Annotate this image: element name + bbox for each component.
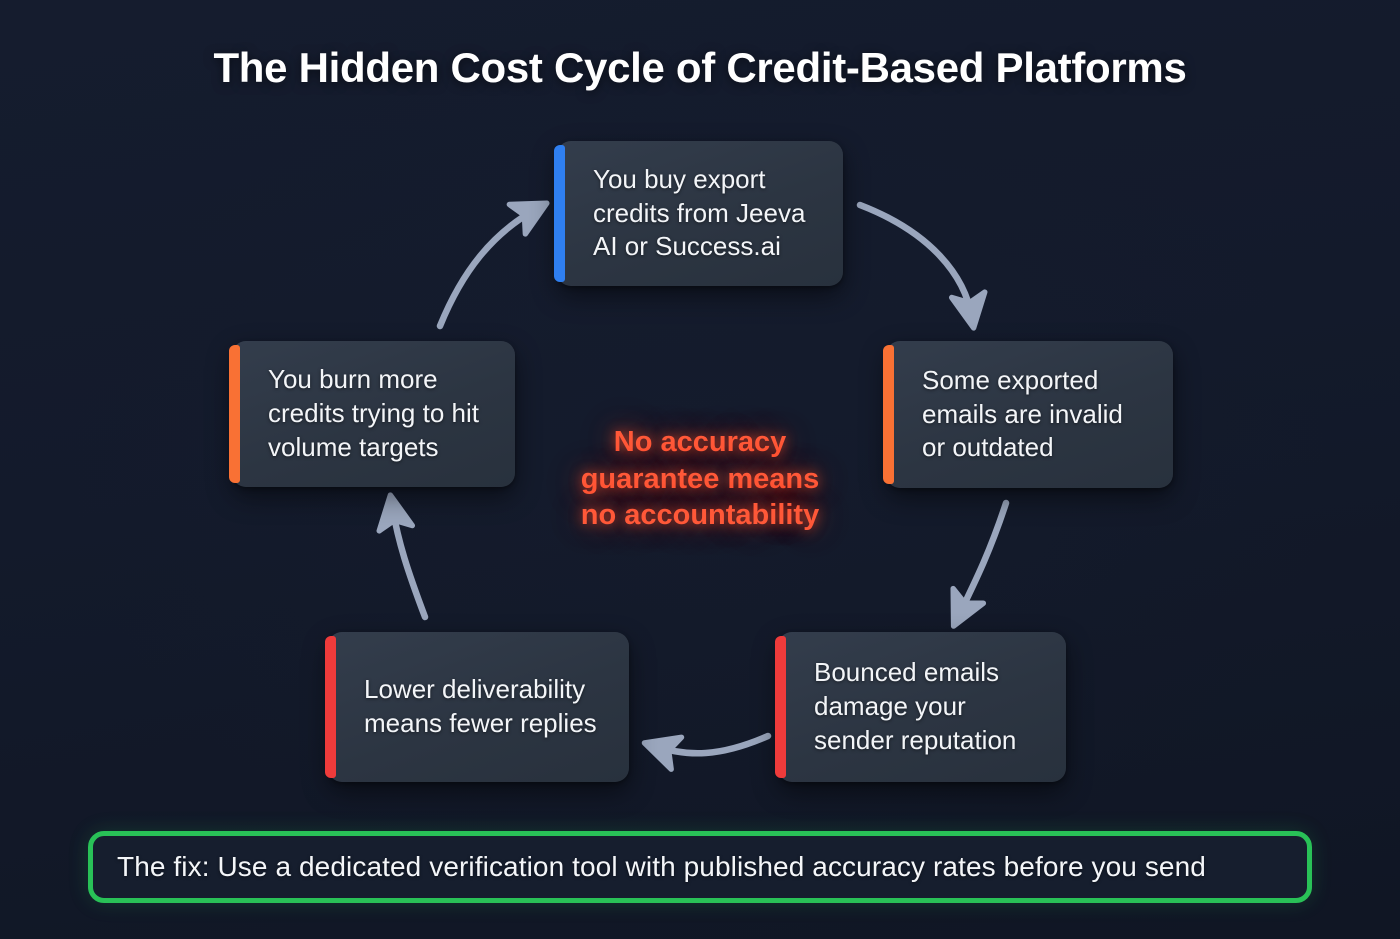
node-accent-bar-red	[775, 636, 786, 778]
node-buy-credits[interactable]: You buy export credits from Jeeva AI or …	[554, 141, 843, 286]
node-label: Lower deliverability means fewer replies	[364, 674, 597, 738]
node-accent-bar-orange	[883, 345, 894, 484]
center-callout: No accuracy guarantee means no accountab…	[580, 426, 820, 532]
arrow-reputation-to-replies	[641, 732, 772, 772]
node-sender-reputation[interactable]: Bounced emails damage your sender reputa…	[775, 632, 1066, 782]
page-title: The Hidden Cost Cycle of Credit-Based Pl…	[213, 44, 1187, 91]
node-label: You burn more credits trying to hit volu…	[268, 364, 479, 462]
node-label: You buy export credits from Jeeva AI or …	[593, 163, 806, 262]
node-accent-bar-orange	[229, 345, 240, 483]
arrow-replies-to-burn	[376, 492, 429, 621]
arrow-invalid-to-reputation	[950, 499, 1010, 629]
node-label: Bounced emails damage your sender reputa…	[814, 657, 1017, 755]
arrow-buy-to-invalid	[856, 201, 988, 331]
node-accent-bar-blue	[554, 145, 565, 282]
node-label: Some exported emails are invalid or outd…	[922, 364, 1123, 463]
node-fewer-replies[interactable]: Lower deliverability means fewer replies	[325, 632, 629, 782]
fix-banner-label: The fix: Use a dedicated verification to…	[117, 851, 1206, 882]
fix-banner: The fix: Use a dedicated verification to…	[88, 831, 1312, 903]
node-invalid-emails[interactable]: Some exported emails are invalid or outd…	[883, 341, 1173, 488]
arrow-burn-to-buy	[436, 200, 550, 330]
node-accent-bar-red	[325, 636, 336, 778]
node-burn-credits[interactable]: You burn more credits trying to hit volu…	[229, 341, 515, 487]
